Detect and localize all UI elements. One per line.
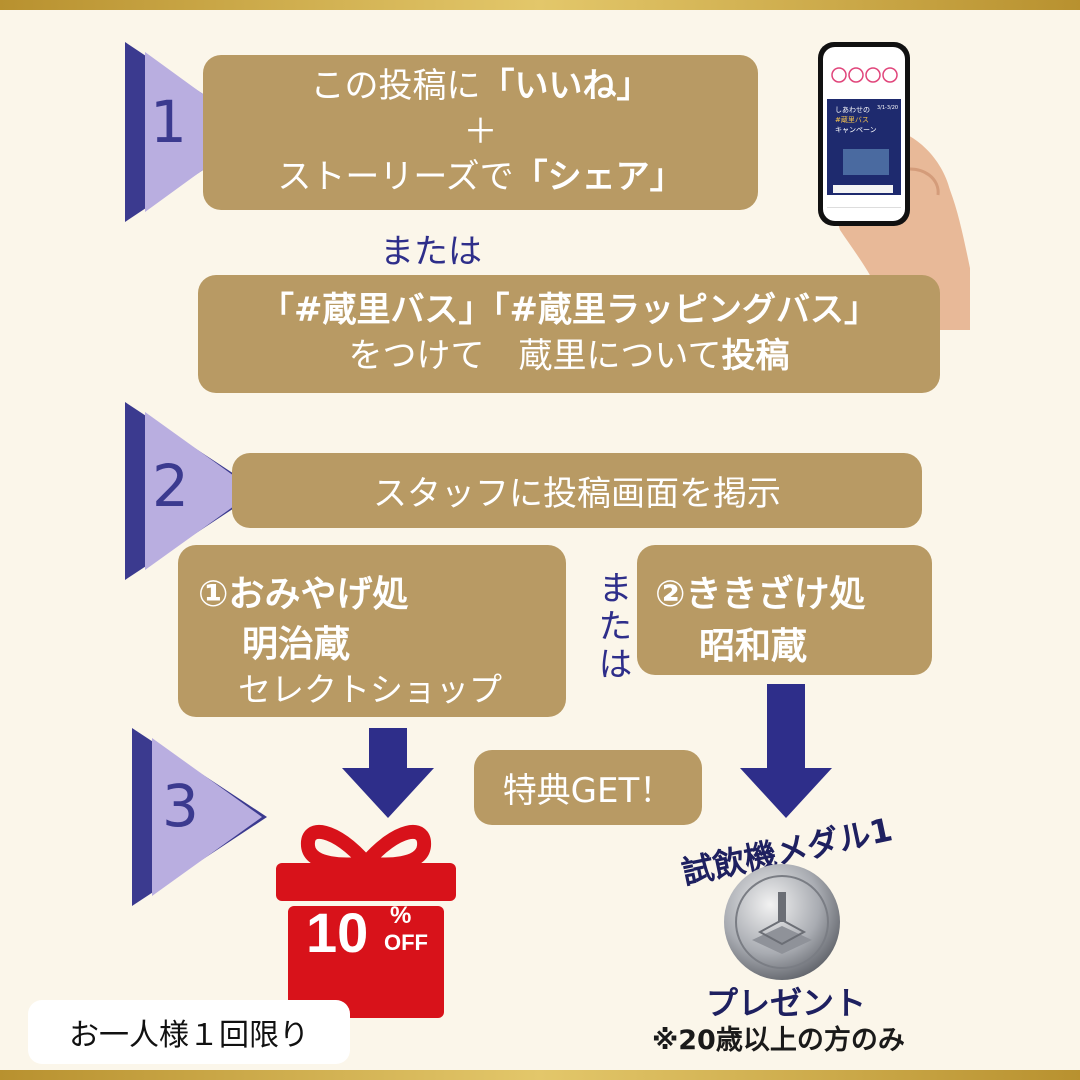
medal-coin-icon — [724, 864, 840, 980]
shop-b-line1: ②ききざけ処 — [655, 574, 866, 615]
step-2-number: 2 — [152, 452, 189, 520]
benefit-box: 特典GET！ — [474, 750, 702, 825]
shop-a-box: ①おみやげ処 明治蔵 セレクトショップ — [178, 545, 566, 717]
gift-off: OFF — [384, 930, 428, 955]
limit-note: お一人様１回限り — [28, 1000, 350, 1064]
phone-post-line1: しあわせの — [835, 106, 870, 114]
shop-b-box: ②ききざけ処 昭和蔵 — [637, 545, 932, 675]
step-1-plus: ＋ — [463, 111, 498, 152]
step-1-box: この投稿に「いいね」 ＋ ストーリーズで「シェア」 — [203, 55, 758, 210]
smartphone-image: しあわせの #蔵里バス キャンペーン 3/1-3/20 — [818, 42, 910, 226]
step-1-line2: ストーリーズで「シェア」 — [277, 157, 684, 198]
step-2-box: スタッフに投稿画面を掲示 — [232, 453, 922, 528]
step-2-triangle-icon — [125, 402, 260, 580]
step-3-triangle-icon — [132, 728, 267, 906]
shop-b-line2: 昭和蔵 — [699, 626, 808, 667]
bottom-gold-border — [0, 1070, 1080, 1080]
gift-box-icon — [276, 825, 456, 1018]
medal-age-note: ※20歳以上の方のみ — [652, 1025, 905, 1056]
hashtag-tags: 「#蔵里バス」「#蔵里ラッピングバス」 — [260, 290, 878, 331]
hashtag-box: 「#蔵里バス」「#蔵里ラッピングバス」 をつけて 蔵里について投稿 — [198, 275, 940, 393]
down-arrow-icon — [740, 684, 832, 818]
step-3-number: 3 — [162, 772, 199, 840]
down-arrow-icon — [342, 728, 434, 818]
gift-discount-number: 10 — [306, 901, 369, 964]
shop-a-line2: 明治蔵 — [242, 624, 351, 665]
phone-post-date: 3/1-3/20 — [877, 105, 899, 111]
top-gold-border — [0, 0, 1080, 10]
step-1-triangle-icon — [125, 42, 260, 222]
shop-a-line3: セレクトショップ — [238, 670, 502, 709]
step-1-line1: この投稿に「いいね」 — [310, 65, 651, 106]
step-2-text: スタッフに投稿画面を掲示 — [373, 474, 781, 514]
benefit-text: 特典GET！ — [502, 771, 674, 811]
phone-post-line3: キャンペーン — [835, 126, 877, 134]
medal-present: プレゼント — [706, 984, 867, 1022]
phone-post-line2: #蔵里バス — [835, 116, 869, 124]
phone-screen: しあわせの #蔵里バス キャンペーン 3/1-3/20 — [823, 47, 905, 221]
shop-a-line1: ①おみやげ処 — [198, 574, 409, 615]
or-label-2: または — [592, 570, 632, 684]
gift-percent: % — [390, 902, 412, 929]
step-1-number: 1 — [150, 88, 187, 156]
hashtag-line2: をつけて 蔵里について投稿 — [348, 336, 790, 376]
or-label-1: または — [380, 232, 482, 272]
